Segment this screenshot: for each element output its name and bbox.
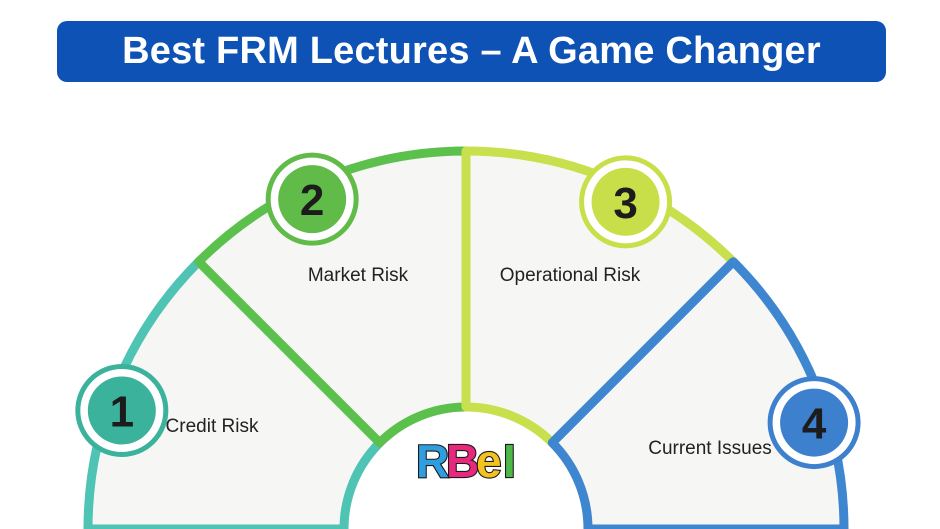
- logo-letter-r: R: [416, 435, 449, 487]
- logo-letter-i: I: [503, 435, 516, 487]
- segment-2-label: Market Risk: [308, 265, 409, 286]
- segments-layer: [83, 146, 849, 529]
- badges-layer: 1 2 3 4: [75, 152, 861, 470]
- badge-number-1: 1: [110, 387, 134, 436]
- rbei-logo: R B e I: [415, 434, 517, 488]
- badge-number-4: 4: [802, 400, 827, 449]
- badge-number-3: 3: [613, 179, 637, 228]
- number-badge-3: 3: [579, 155, 673, 249]
- segment-4: [547, 257, 849, 529]
- logo-letter-b: B: [446, 435, 479, 487]
- number-badge-2: 2: [265, 152, 359, 246]
- segment-2: [194, 146, 471, 448]
- segment-4-label: Current Issues: [648, 438, 772, 459]
- number-badge-4: 4: [767, 376, 861, 470]
- title-banner: Best FRM Lectures – A Game Changer: [57, 21, 886, 82]
- segment-3-label: Operational Risk: [500, 265, 641, 286]
- segment-1-label: Credit Risk: [166, 416, 259, 437]
- badge-number-2: 2: [300, 176, 324, 225]
- logo-letter-e: e: [476, 435, 502, 487]
- segment-1: [83, 257, 385, 529]
- number-badge-1: 1: [75, 363, 169, 457]
- page-title: Best FRM Lectures – A Game Changer: [122, 30, 821, 72]
